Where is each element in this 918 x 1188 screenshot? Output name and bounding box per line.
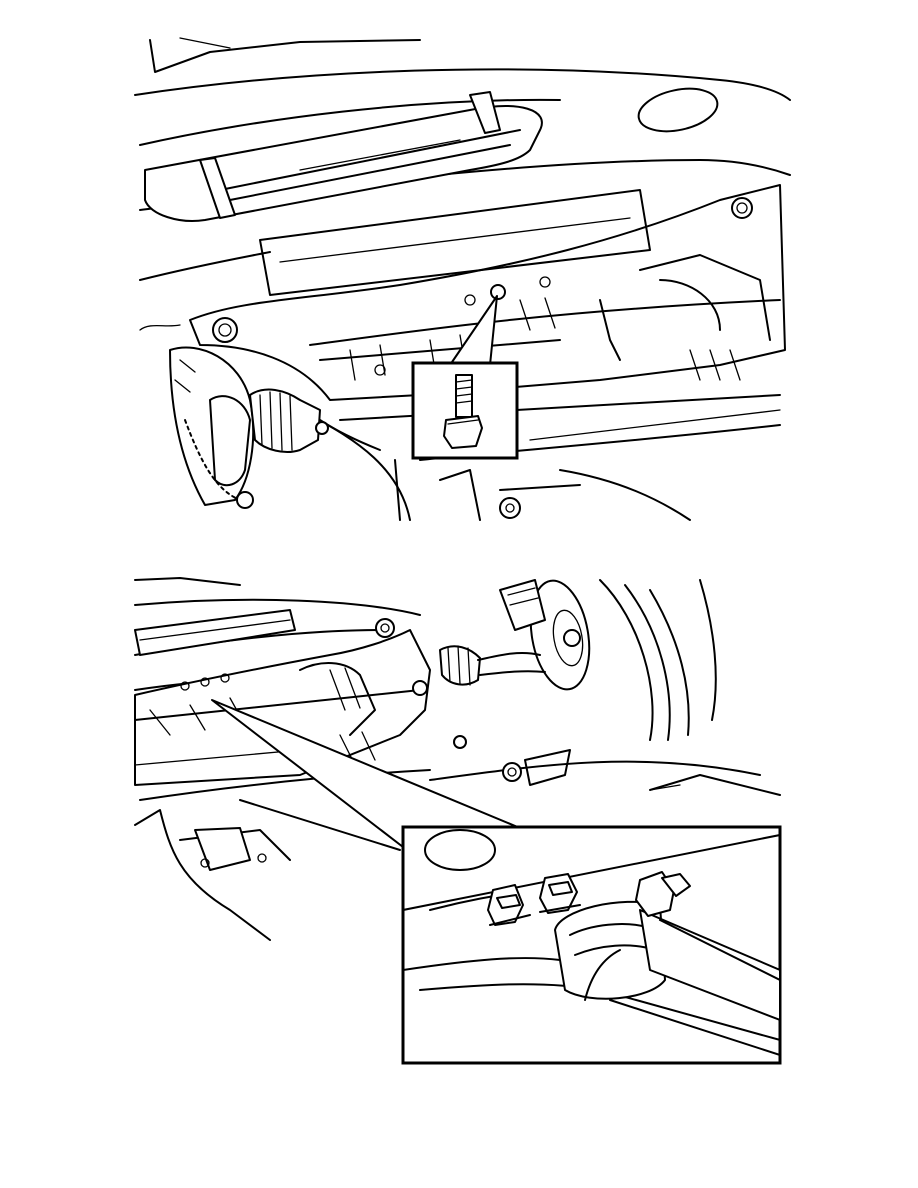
drive-shaft-icon: [439, 645, 546, 686]
rear-vent: [144, 91, 543, 222]
brake-disc-icon: [499, 579, 591, 691]
subframe-top-illustration: [134, 37, 791, 521]
marker-lamp: [637, 87, 719, 133]
drive-shaft-boot: [249, 388, 321, 453]
bolt-icon: [443, 374, 483, 449]
wheel-arch: [429, 579, 761, 781]
nut-bushing-detail-callout: [401, 825, 782, 1065]
floor-pan: [134, 774, 781, 941]
subframe-icon: [134, 618, 571, 801]
floor-bolt-icon: [499, 497, 521, 519]
control-arm-icon: [635, 871, 779, 1021]
bolt-detail-callout: [411, 361, 519, 460]
nut-icon: [487, 873, 581, 926]
wheel-hub-assembly: [169, 346, 381, 509]
floor-pan: [139, 324, 691, 521]
subframe-bottom-illustration: [134, 577, 782, 1065]
